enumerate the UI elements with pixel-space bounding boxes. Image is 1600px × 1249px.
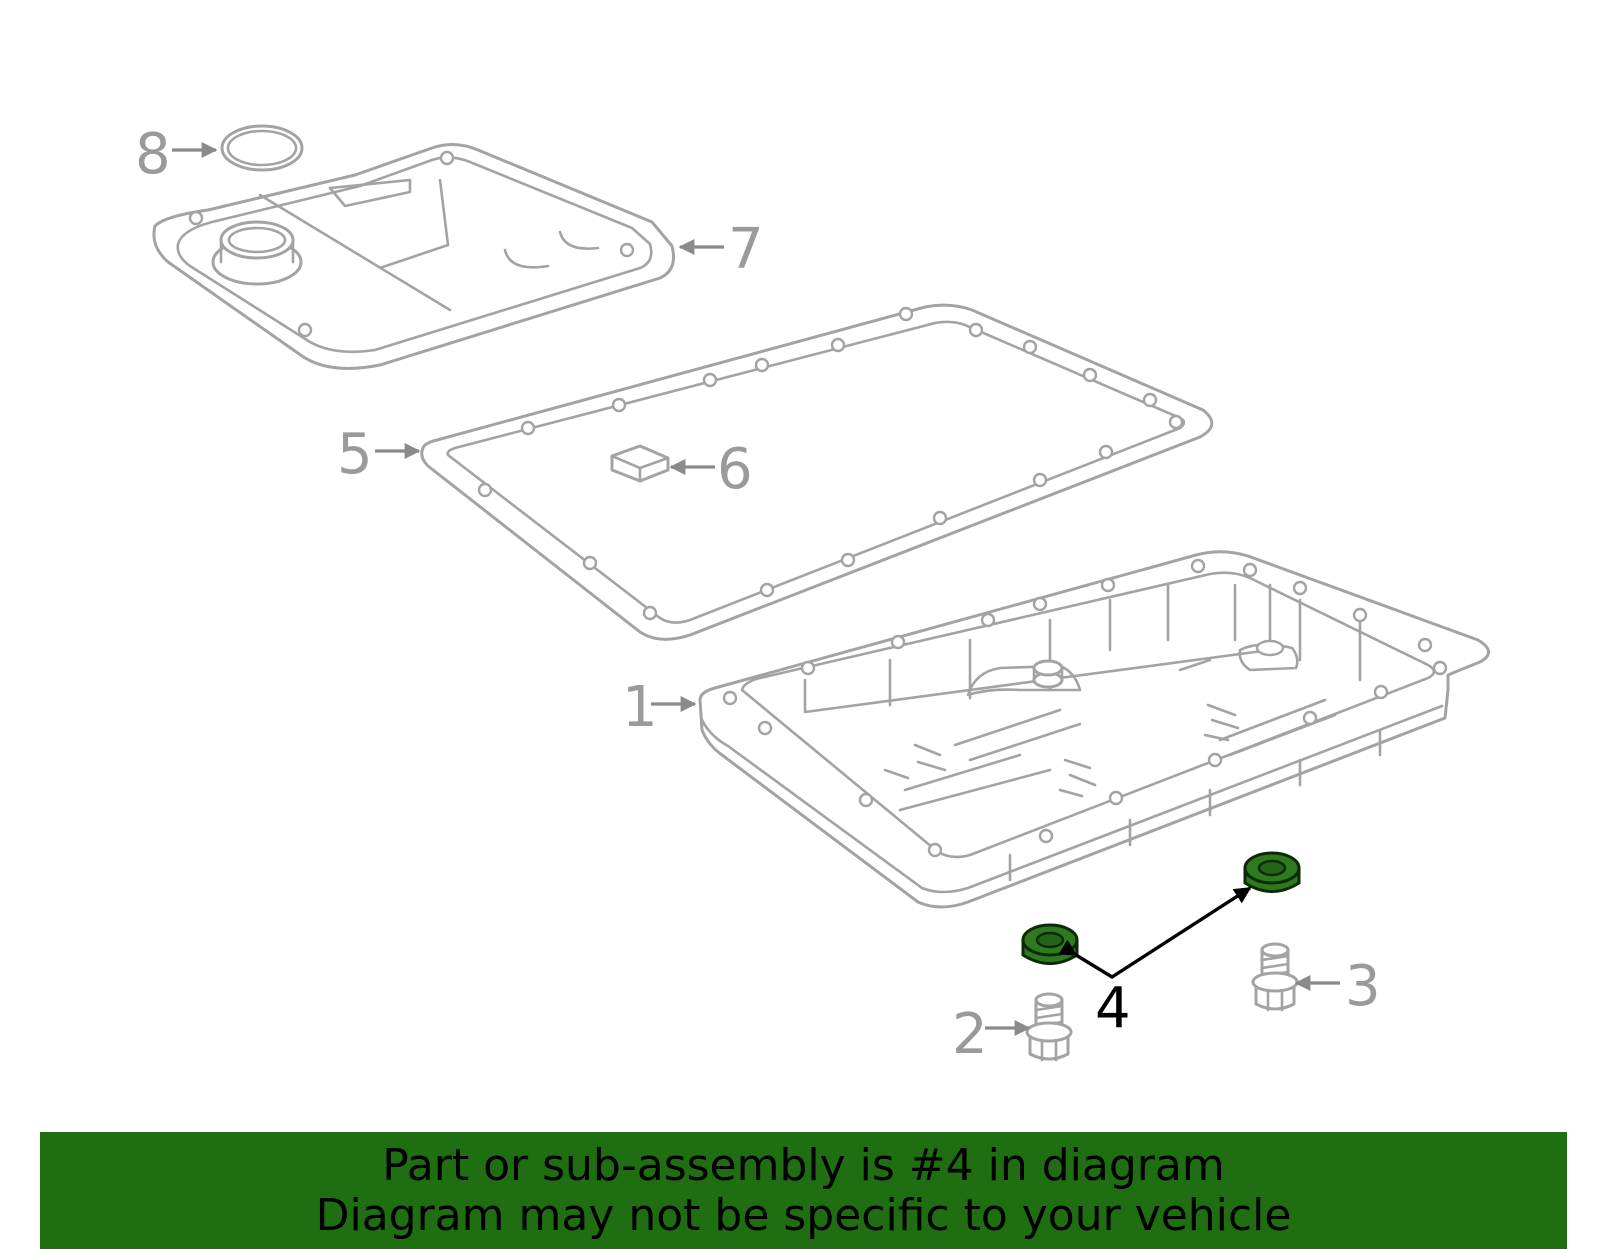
part-5-gasket	[420, 303, 1214, 641]
part-3-bolt	[1251, 942, 1299, 1012]
callout-leaders	[172, 142, 1340, 1036]
banner-line-1: Part or sub-assembly is #4 in diagram	[382, 1139, 1225, 1191]
part-4-gasket-left	[1021, 923, 1079, 965]
callout-1: 1	[622, 675, 658, 740]
part-2-drain-plug	[1025, 992, 1073, 1062]
part-4-gaskets	[1021, 851, 1301, 980]
callout-4: 4	[1095, 976, 1131, 1041]
part-4-gasket-right	[1243, 851, 1301, 893]
banner-line-2: Diagram may not be specific to your vehi…	[315, 1189, 1292, 1241]
callout-3: 3	[1345, 954, 1381, 1019]
part-1-oil-pan	[698, 550, 1490, 909]
callout-2: 2	[952, 1002, 988, 1067]
callout-7: 7	[728, 217, 764, 282]
callout-8: 8	[135, 122, 171, 187]
part-7-filter	[152, 143, 675, 370]
part-6-magnet	[610, 444, 670, 483]
callout-5: 5	[337, 422, 373, 487]
info-banner: Part or sub-assembly is #4 in diagram Di…	[40, 1132, 1567, 1249]
callout-6: 6	[717, 437, 753, 502]
callout-4-leader	[1058, 886, 1252, 980]
part-8-o-ring	[220, 124, 304, 172]
